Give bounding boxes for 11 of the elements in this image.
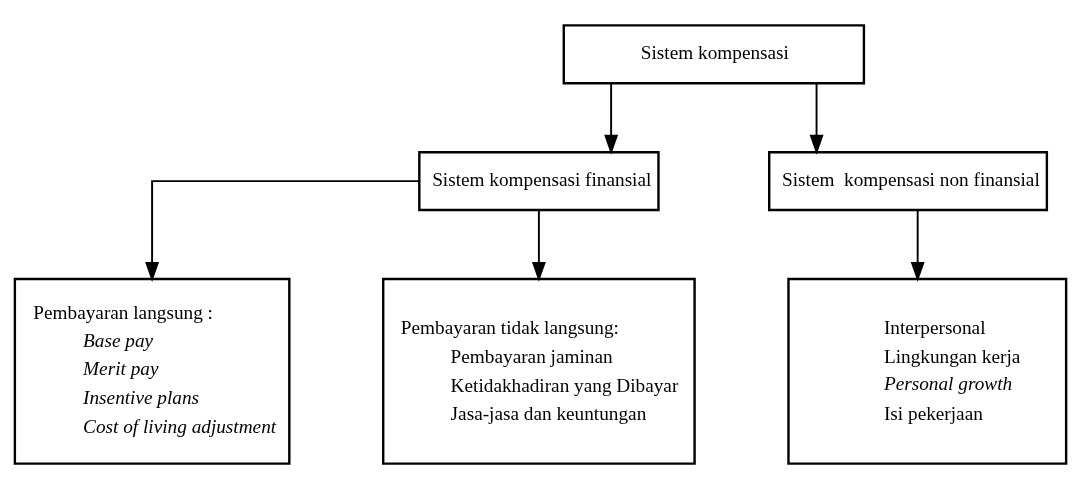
node-box: Pembayaran langsung : Base pay Merit pay Insentive plans Cost of living adjustment — [13, 277, 291, 465]
arrow — [910, 209, 925, 282]
node-box: Sistem kompensasi — [562, 24, 866, 85]
node-box: Pembayaran tidak langsung: Pembayaran jaminan Ketidakhadiran yang Dibayar Jasa-jasa dan keuntungan — [382, 277, 696, 465]
arrow — [531, 209, 546, 282]
arrow — [604, 82, 619, 155]
node-box: Interpersonal Lingkungan kerja Personal growth Isi pekerjaan — [787, 277, 1068, 465]
arrow — [145, 180, 421, 282]
node-box: Sistem kompensasi finansial — [418, 151, 660, 212]
arrow — [809, 82, 824, 155]
node-box: Sistem kompensasi non finansial — [768, 151, 1049, 212]
